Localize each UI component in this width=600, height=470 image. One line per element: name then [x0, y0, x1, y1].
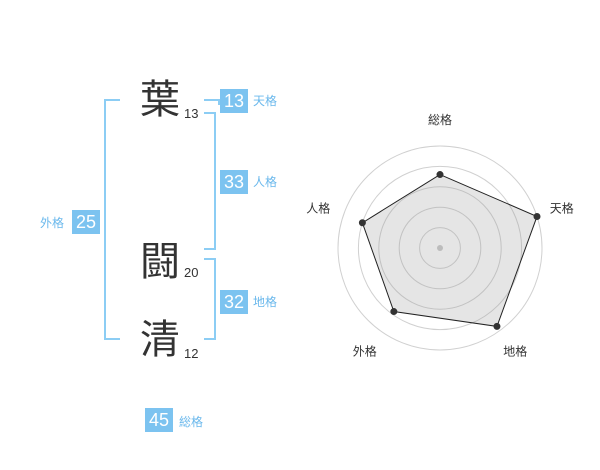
tenkaku-bracket	[204, 99, 220, 105]
name-char-2: 闘	[140, 239, 180, 285]
chikaku-value: 32	[220, 290, 248, 314]
stroke-count-3: 12	[184, 346, 199, 361]
radar-point-5	[358, 219, 366, 227]
radar-ring	[337, 145, 543, 351]
radar-point-1	[436, 171, 444, 179]
stroke-count-2: 20	[184, 265, 199, 280]
jinkaku-bracket	[204, 112, 216, 250]
radar-ring	[357, 165, 523, 331]
jinkaku-value: 33	[220, 170, 248, 194]
radar-point-2	[533, 212, 541, 220]
tenkaku-label: 天格	[253, 94, 278, 108]
radar-point-4	[390, 308, 398, 316]
chikaku-label: 地格	[253, 295, 278, 309]
radar-ring	[398, 206, 482, 290]
radar-ring	[419, 227, 461, 269]
soukaku-value: 45	[145, 408, 173, 432]
radar-axis-label-2: 天格	[550, 200, 574, 215]
radar-axis-label-4: 外格	[353, 344, 377, 359]
radar-ring	[378, 186, 502, 310]
radar-axis-label-5: 人格	[306, 200, 330, 215]
radar-center-dot	[437, 245, 443, 251]
radar-axis-label-3: 地格	[503, 344, 527, 359]
stroke-count-1: 13	[184, 106, 199, 121]
gaikaku-label: 外格	[40, 216, 65, 230]
name-char-3: 清	[140, 317, 180, 363]
tenkaku-value: 13	[220, 89, 248, 113]
jinkaku-label: 人格	[253, 175, 278, 189]
name-char-1: 葉	[140, 77, 180, 123]
radar-value-polygon	[361, 173, 538, 327]
gaikaku-value: 25	[72, 210, 100, 234]
radar-axis-label-1: 総格	[428, 112, 452, 127]
chikaku-bracket	[204, 258, 216, 340]
radar-point-3	[493, 322, 501, 330]
gaikaku-bracket	[104, 99, 120, 340]
soukaku-label: 総格	[179, 415, 204, 429]
